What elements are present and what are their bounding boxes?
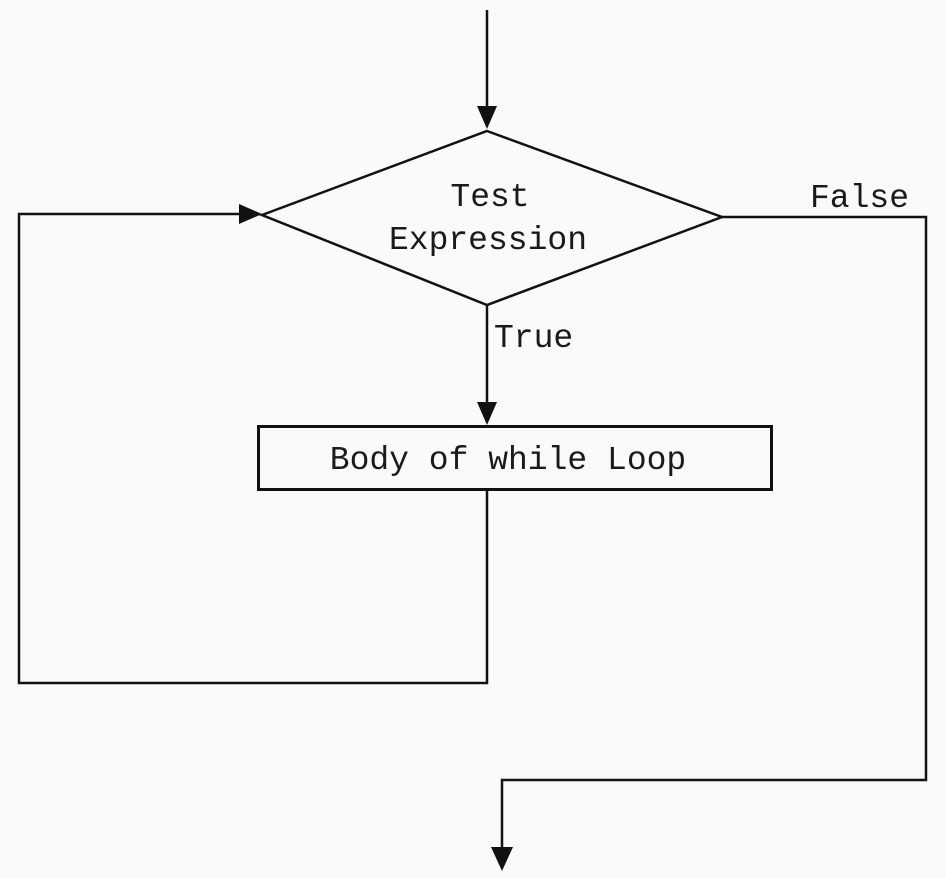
loop-back-line xyxy=(17,212,489,685)
entry-arrowhead-icon xyxy=(477,106,497,129)
process-node: Body of while Loop xyxy=(257,425,773,491)
false-path-line xyxy=(500,215,928,850)
loop-back-arrowhead-icon xyxy=(239,204,262,224)
true-arrowhead-icon xyxy=(477,402,497,425)
process-label: Body of while Loop xyxy=(330,442,686,479)
true-label: True xyxy=(494,320,573,357)
decision-label-line1: Test xyxy=(450,179,529,216)
false-edge: False xyxy=(491,180,928,871)
decision-node: Test Expression xyxy=(258,129,726,307)
decision-label-line2: Expression xyxy=(389,222,587,259)
false-label: False xyxy=(810,180,909,217)
decision-diamond xyxy=(258,129,726,307)
entry-edge xyxy=(477,10,497,129)
process-rectangle xyxy=(257,425,773,491)
true-edge: True xyxy=(477,305,573,425)
loop-back-edge xyxy=(17,204,489,685)
exit-arrowhead-icon xyxy=(491,847,513,871)
